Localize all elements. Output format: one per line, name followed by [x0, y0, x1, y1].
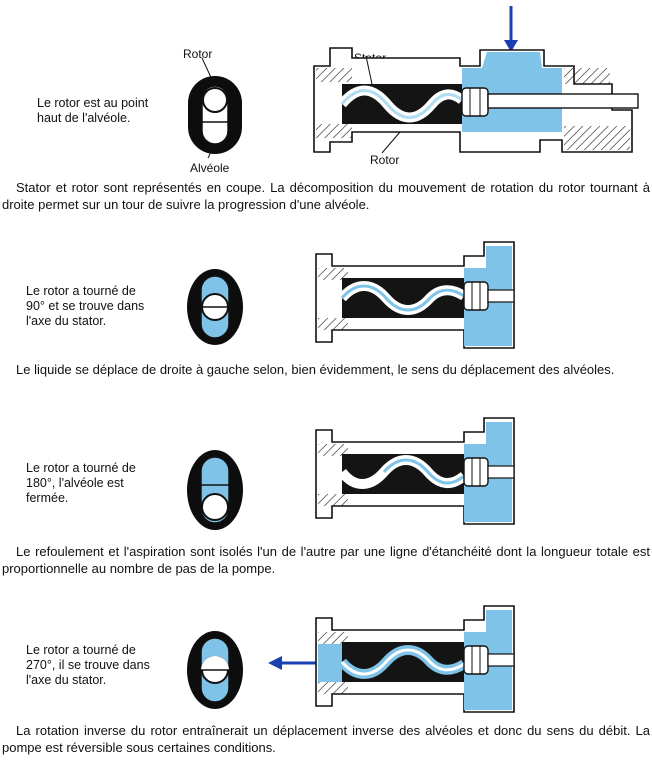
panel2-side-text: Le rotor a tourné de 90° et se trouve da… — [26, 284, 144, 329]
cross-section-270deg — [187, 631, 243, 709]
panel4-caption: La rotation inverse du rotor entraînerai… — [2, 723, 650, 755]
panel3-side-line-2: 180°, l'alvéole est — [26, 476, 124, 490]
panel4-side-line-1: Le rotor a tourné de — [26, 643, 136, 657]
cross-section-180deg — [187, 450, 243, 530]
cross-section-0deg — [188, 57, 242, 159]
rotor-label: Rotor — [183, 47, 213, 61]
panel3-side-line-3: fermée. — [26, 491, 69, 505]
panel1-side-text: Le rotor est au point haut de l'alvéole. — [37, 96, 148, 126]
panel4-side-text: Le rotor a tourné de 270°, il se trouve … — [26, 643, 150, 688]
outflow-arrow-icon — [268, 656, 316, 670]
panel1-caption: Stator et rotor sont représentés en coup… — [2, 180, 650, 212]
panel3-side-line-1: Le rotor a tourné de — [26, 461, 136, 475]
rotor-label-2: Rotor — [370, 153, 400, 167]
panel2-side-line-2: 90° et se trouve dans — [26, 299, 145, 313]
panel2-caption: Le liquide se déplace de droite à gauche… — [16, 362, 615, 377]
panel2-side-line-1: Le rotor a tourné de — [26, 284, 136, 298]
alveole-label: Alvéole — [190, 161, 230, 175]
cross-section-90deg — [187, 269, 243, 345]
pump-section-180deg — [315, 417, 515, 525]
pump-section-270deg — [315, 605, 515, 713]
panel4-side-line-2: 270°, il se trouve dans — [26, 658, 150, 672]
panel2-side-line-3: l'axe du stator. — [26, 314, 107, 328]
panel3-caption: Le refoulement et l'aspiration sont isol… — [2, 544, 650, 576]
pump-section-90deg — [315, 241, 515, 349]
panel3-side-text: Le rotor a tourné de 180°, l'alvéole est… — [26, 461, 136, 506]
pump-section-0deg — [313, 6, 639, 154]
panel1-side-line-1: Le rotor est au point — [37, 96, 149, 110]
panel4-side-line-3: l'axe du stator. — [26, 673, 107, 687]
panel1-side-line-2: haut de l'alvéole. — [37, 111, 131, 125]
